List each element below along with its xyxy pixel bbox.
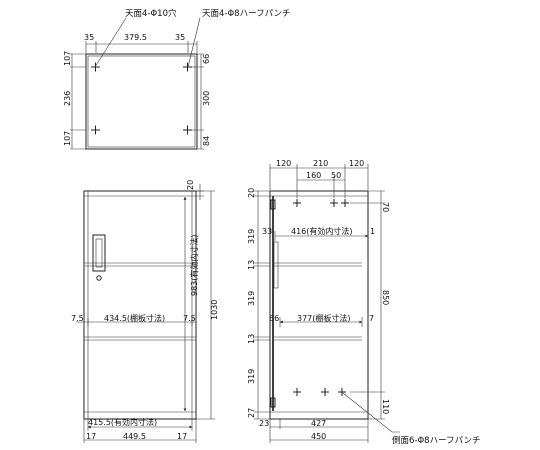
- dim-front-7-5-left: 7.5: [71, 314, 84, 323]
- key-lock-icon: [96, 275, 102, 281]
- hinge-bottom: [270, 397, 276, 408]
- front-shelf-upper: [84, 262, 196, 267]
- side-view-outline: [269, 190, 369, 420]
- dim-side-total-depth: 450: [311, 432, 326, 441]
- dim-top-left-236: 236: [63, 91, 72, 106]
- side-punch-marks-bottom: [293, 388, 346, 396]
- side-view: 120 210 120 160 50 20 319 13 319 13 319 …: [247, 159, 481, 446]
- dim-front-7-5-right: 7.5: [183, 314, 196, 323]
- dim-side-shelf-7: 7: [369, 314, 374, 323]
- front-view: 20 983(有効内寸法) 1030 7.5 434.5(棚板寸法) 7.5 4…: [71, 180, 219, 443]
- dim-top-35-left: 35: [84, 33, 94, 42]
- dim-total-height-line: [196, 190, 215, 420]
- dim-front-top-20: 20: [186, 180, 195, 190]
- door-handle: [92, 234, 106, 272]
- side-left-dim-line: [254, 190, 270, 420]
- dim-top-379-5: 379.5: [124, 33, 147, 42]
- dim-side-top-160: 160: [306, 171, 321, 180]
- top-view: 天面4-Φ10穴 天面4-Φ8ハーフパンチ 35 379.5 35 107 23…: [63, 8, 291, 150]
- dim-top-left-107b: 107: [63, 131, 72, 146]
- top-view-outline: [85, 53, 198, 150]
- hinge-top: [270, 199, 276, 210]
- dim-side-left-319a: 319: [247, 229, 256, 244]
- dim-side-shelf-66: 66: [269, 314, 279, 323]
- leader-holes: [94, 17, 127, 68]
- dim-top-right-84: 84: [202, 136, 211, 146]
- dim-front-shelf-width: 434.5(棚板寸法): [104, 313, 165, 323]
- dim-side-inner-33: 33: [262, 227, 272, 236]
- dim-front-17-left: 17: [86, 432, 96, 441]
- top-view-inner-outline: [87, 55, 196, 148]
- dim-side-left-13a: 13: [247, 260, 256, 270]
- dim-top-left-107a: 107: [63, 51, 72, 66]
- note-side-half-punch: 側面6-Φ8ハーフパンチ: [392, 435, 481, 446]
- dim-side-left-319c: 319: [247, 369, 256, 384]
- side-right-dim-line: [350, 190, 385, 420]
- front-shelf-lower: [84, 336, 196, 341]
- dim-front-total-height: 1030: [210, 300, 219, 320]
- dim-front-inner-width: 415.5(有効内寸法): [88, 417, 157, 427]
- dim-side-left-319b: 319: [247, 291, 256, 306]
- dim-top-35-right: 35: [175, 33, 185, 42]
- dim-side-inner-1: 1: [370, 227, 375, 236]
- dim-side-top-120-left: 120: [276, 159, 291, 168]
- dim-side-left-20: 20: [247, 188, 256, 198]
- dim-side-shelf-depth: 377(棚板寸法): [297, 313, 351, 323]
- note-top-half-punch: 天面4-Φ8ハーフパンチ: [202, 9, 291, 19]
- note-top-holes: 天面4-Φ10穴: [125, 8, 177, 19]
- side-shelf-upper: [273, 262, 362, 267]
- side-punch-marks-top: [293, 199, 349, 207]
- leader-half-punch: [187, 17, 201, 68]
- dim-side-right-70: 70: [381, 202, 390, 212]
- door-handle-side: [273, 241, 279, 289]
- front-view-outline: [83, 190, 197, 420]
- dim-side-bottom-23: 23: [259, 419, 269, 428]
- top-hole-marks: [91, 62, 192, 135]
- dim-side-left-13b: 13: [247, 334, 256, 344]
- dim-total-width-line: [83, 419, 197, 443]
- dim-front-total-width: 449.5: [123, 432, 146, 441]
- dim-side-bottom-427: 427: [311, 419, 326, 428]
- dim-side-top-210: 210: [313, 159, 328, 168]
- dim-side-inner-depth: 416(有効内寸法): [291, 226, 353, 236]
- dim-side-right-110: 110: [381, 399, 390, 414]
- dim-side-top-50: 50: [331, 171, 341, 180]
- dim-side-right-850: 850: [381, 290, 390, 305]
- dim-side-top-120-right: 120: [349, 159, 364, 168]
- dim-top-right-66: 66: [202, 54, 211, 64]
- dim-top-right-300: 300: [202, 91, 211, 106]
- dim-front-17-right: 17: [177, 432, 187, 441]
- side-shelf-lower: [273, 336, 362, 341]
- dim-side-left-27: 27: [247, 408, 256, 418]
- dim-front-inner-height: 983(有効内寸法): [189, 234, 199, 296]
- leader-side-half-punch: [342, 392, 400, 433]
- side-bottom-dim-line: [269, 419, 369, 443]
